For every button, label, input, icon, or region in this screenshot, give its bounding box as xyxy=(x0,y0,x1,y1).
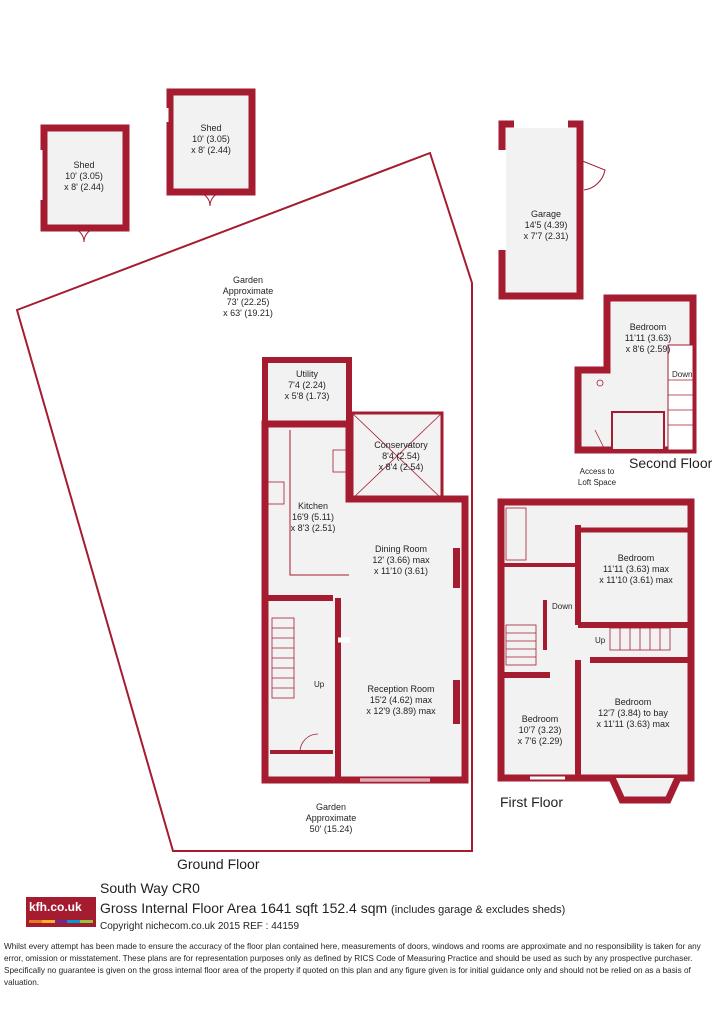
svg-text:Bedroom: Bedroom xyxy=(630,322,667,332)
svg-text:x 8'6 (2.59): x 8'6 (2.59) xyxy=(626,344,671,354)
svg-text:x 11'11 (3.63) max: x 11'11 (3.63) max xyxy=(597,719,670,729)
down-label-second: Down xyxy=(672,370,692,379)
svg-text:Approximate: Approximate xyxy=(223,286,274,296)
svg-text:x 12'9 (3.89) max: x 12'9 (3.89) max xyxy=(366,706,436,716)
svg-text:x 7'7 (2.31): x 7'7 (2.31) xyxy=(524,231,569,241)
svg-text:Kitchen: Kitchen xyxy=(298,501,328,511)
svg-text:50' (15.24): 50' (15.24) xyxy=(310,824,353,834)
first-floor-plan xyxy=(497,498,695,804)
shed-right xyxy=(165,88,256,207)
garden-main-label: Garden Approximate 73' (22.25) x 63' (19… xyxy=(223,275,274,318)
svg-text:Reception Room: Reception Room xyxy=(367,684,434,694)
up-label-ground: Up xyxy=(314,680,325,689)
down-label-first: Down xyxy=(552,602,572,611)
kfh-logo: kfh.co.uk xyxy=(26,897,96,927)
floor-area-note: (includes garage & excludes sheds) xyxy=(391,904,566,916)
svg-text:Bedroom: Bedroom xyxy=(618,553,655,563)
shed-right-label: Shed 10' (3.05) x 8' (2.44) xyxy=(191,123,231,155)
logo-text: kfh.co.uk xyxy=(29,900,82,914)
svg-text:Conservatory: Conservatory xyxy=(374,440,428,450)
dining-label: Dining Room 12' (3.66) max x 11'10 (3.61… xyxy=(372,544,430,576)
svg-text:x 5'8 (1.73): x 5'8 (1.73) xyxy=(285,391,330,401)
svg-text:x 8'4 (2.54): x 8'4 (2.54) xyxy=(379,462,424,472)
svg-text:16'9 (5.11): 16'9 (5.11) xyxy=(292,512,334,522)
svg-text:Shed: Shed xyxy=(73,160,94,170)
disclaimer: Whilst every attempt has been made to en… xyxy=(4,942,701,987)
svg-text:12'7 (3.84) to bay: 12'7 (3.84) to bay xyxy=(598,708,668,718)
second-floor-title: Second Floor xyxy=(629,455,713,471)
svg-text:x 8' (2.44): x 8' (2.44) xyxy=(191,145,231,155)
svg-text:11'11 (3.63) max: 11'11 (3.63) max xyxy=(603,564,669,574)
svg-text:10'7 (3.23): 10'7 (3.23) xyxy=(519,725,562,735)
svg-text:Utility: Utility xyxy=(296,369,318,379)
utility-label: Utility 7'4 (2.24) x 5'8 (1.73) xyxy=(285,369,330,401)
conservatory-label: Conservatory 8'4 (2.54) x 8'4 (2.54) xyxy=(374,440,428,472)
kitchen-label: Kitchen 16'9 (5.11) x 8'3 (2.51) xyxy=(291,501,336,533)
reception-label: Reception Room 15'2 (4.62) max x 12'9 (3… xyxy=(366,684,436,716)
shed-left-label: Shed 10' (3.05) x 8' (2.44) xyxy=(64,160,104,192)
ground-floor-title: Ground Floor xyxy=(177,856,260,872)
svg-text:x 8' (2.44): x 8' (2.44) xyxy=(64,182,104,192)
garden-boundary xyxy=(15,151,473,852)
copyright: Copyright nichecom.co.uk 2015 REF : 4415… xyxy=(100,921,299,932)
svg-text:8'4 (2.54): 8'4 (2.54) xyxy=(382,451,420,461)
svg-text:7'4 (2.24): 7'4 (2.24) xyxy=(288,380,326,390)
garden-front-label: Garden Approximate 50' (15.24) xyxy=(306,802,357,834)
garage-label: Garage 14'5 (4.39) x 7'7 (2.31) xyxy=(524,209,569,241)
svg-text:11'11 (3.63): 11'11 (3.63) xyxy=(625,333,671,343)
svg-text:x 8'3 (2.51): x 8'3 (2.51) xyxy=(291,523,336,533)
svg-text:14'5 (4.39): 14'5 (4.39) xyxy=(525,220,568,230)
svg-text:12' (3.66) max: 12' (3.66) max xyxy=(372,555,430,565)
svg-text:73' (22.25): 73' (22.25) xyxy=(227,297,270,307)
garage xyxy=(498,120,606,300)
bedroom-first-small-label: Bedroom 10'7 (3.23) x 7'6 (2.29) xyxy=(518,714,563,746)
first-floor-title: First Floor xyxy=(500,794,563,810)
svg-text:x 63' (19.21): x 63' (19.21) xyxy=(223,308,273,318)
loft-label-2: Loft Space xyxy=(578,478,617,487)
svg-text:Garage: Garage xyxy=(531,209,561,219)
floor-area-value: Gross Internal Floor Area 1641 sqft 152.… xyxy=(100,900,388,916)
svg-text:Approximate: Approximate xyxy=(306,813,357,823)
floor-area: Gross Internal Floor Area 1641 sqft 152.… xyxy=(100,900,565,916)
bedroom-first-rear-label: Bedroom 11'11 (3.63) max x 11'10 (3.61) … xyxy=(599,553,673,585)
ground-floor-plan xyxy=(261,357,469,784)
svg-text:Garden: Garden xyxy=(233,275,263,285)
svg-text:x 11'10 (3.61) max: x 11'10 (3.61) max xyxy=(599,575,673,585)
svg-text:Garden: Garden xyxy=(316,802,346,812)
loft-label-1: Access to xyxy=(580,467,615,476)
svg-text:Bedroom: Bedroom xyxy=(522,714,559,724)
logo-color-bar xyxy=(29,920,93,923)
svg-text:x 11'10 (3.61): x 11'10 (3.61) xyxy=(374,566,428,576)
second-floor-plan xyxy=(574,294,697,454)
shed-left xyxy=(39,124,130,243)
up-label-first: Up xyxy=(595,636,606,645)
svg-text:x 7'6 (2.29): x 7'6 (2.29) xyxy=(518,736,563,746)
property-address: South Way CR0 xyxy=(100,880,200,896)
svg-text:15'2 (4.62) max: 15'2 (4.62) max xyxy=(370,695,433,705)
svg-text:Shed: Shed xyxy=(200,123,221,133)
svg-text:Bedroom: Bedroom xyxy=(615,697,652,707)
bedroom-second-label: Bedroom 11'11 (3.63) x 8'6 (2.59) xyxy=(625,322,671,354)
svg-text:10' (3.05): 10' (3.05) xyxy=(192,134,230,144)
svg-text:10' (3.05): 10' (3.05) xyxy=(65,171,103,181)
bedroom-first-front-label: Bedroom 12'7 (3.84) to bay x 11'11 (3.63… xyxy=(597,697,670,729)
svg-text:Dining Room: Dining Room xyxy=(375,544,427,554)
